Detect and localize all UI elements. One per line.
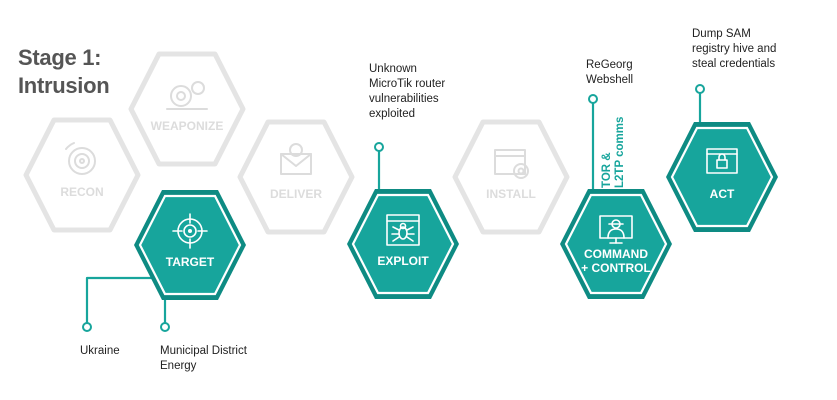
hex-outline [452, 119, 570, 235]
stage-deliver: DELIVER [237, 119, 355, 235]
hex-inner [670, 126, 774, 228]
note-regeorg-webshell: ReGeorg Webshell [586, 59, 634, 86]
stage-label: EXPLOIT [377, 254, 429, 268]
rotated-annotations: TOR &L2TP comms [601, 117, 626, 188]
dot-ukraine [82, 322, 92, 332]
diagram-title: Stage 1: Intrusion [18, 44, 110, 100]
note-dump-sam: Dump SAM registry hive and steal credent… [692, 28, 777, 70]
stage-install: INSTALL [452, 119, 570, 235]
gear-window-icon [494, 149, 529, 179]
note-ukraine: Ukraine [80, 345, 120, 357]
connector-lines [82, 84, 705, 332]
dot-regeorg [588, 94, 598, 104]
dot-dump [695, 84, 705, 94]
hex-outline [237, 119, 355, 235]
stage-weaponize: WEAPONIZE [128, 51, 246, 167]
lock-icon [706, 148, 738, 174]
stage-command: COMMAND+ CONTROL [560, 189, 672, 299]
hex-inner [564, 193, 668, 295]
line-target-ukraine [85, 276, 155, 326]
stage-act: ACT [666, 122, 778, 232]
note-municipal-district-energy: Municipal District Energy [160, 345, 247, 372]
radar-icon [65, 142, 96, 175]
hex-inner [351, 193, 455, 295]
title-line-2: Intrusion [18, 73, 110, 98]
stage-label: ACT [710, 187, 735, 201]
stage-hexagons: RECON WEAPONIZE DELIVER INSTALL TARGET EXPLOI… [23, 51, 778, 300]
stage-label: + CONTROL [581, 261, 651, 275]
hacker-monitor-icon [599, 215, 633, 244]
stage-label: COMMAND [584, 247, 648, 261]
note-tor-l2tp: TOR &L2TP comms [601, 117, 626, 188]
stage-label: TARGET [166, 255, 215, 269]
gears-icon [166, 81, 208, 110]
stage-label: RECON [60, 185, 103, 199]
note-tor-line: L2TP comms [614, 117, 626, 188]
stage-label: WEAPONIZE [151, 119, 224, 133]
stage-label: INSTALL [486, 187, 536, 201]
bug-icon [386, 214, 420, 246]
crosshair-icon [172, 213, 208, 249]
stage-recon: RECON [23, 117, 141, 233]
title-line-1: Stage 1: [18, 45, 102, 70]
stage-label: DELIVER [270, 187, 322, 201]
note-tor-line: TOR & [601, 152, 613, 188]
dot-municipal [160, 322, 170, 332]
note-microtik-vulnerabilities: Unknown MicroTik router vulnerabilities … [369, 63, 446, 120]
stage-target: TARGET [134, 190, 246, 300]
dot-microtik [374, 142, 384, 152]
skull-envelope-icon [280, 143, 312, 175]
stage-exploit: EXPLOIT [347, 189, 459, 299]
